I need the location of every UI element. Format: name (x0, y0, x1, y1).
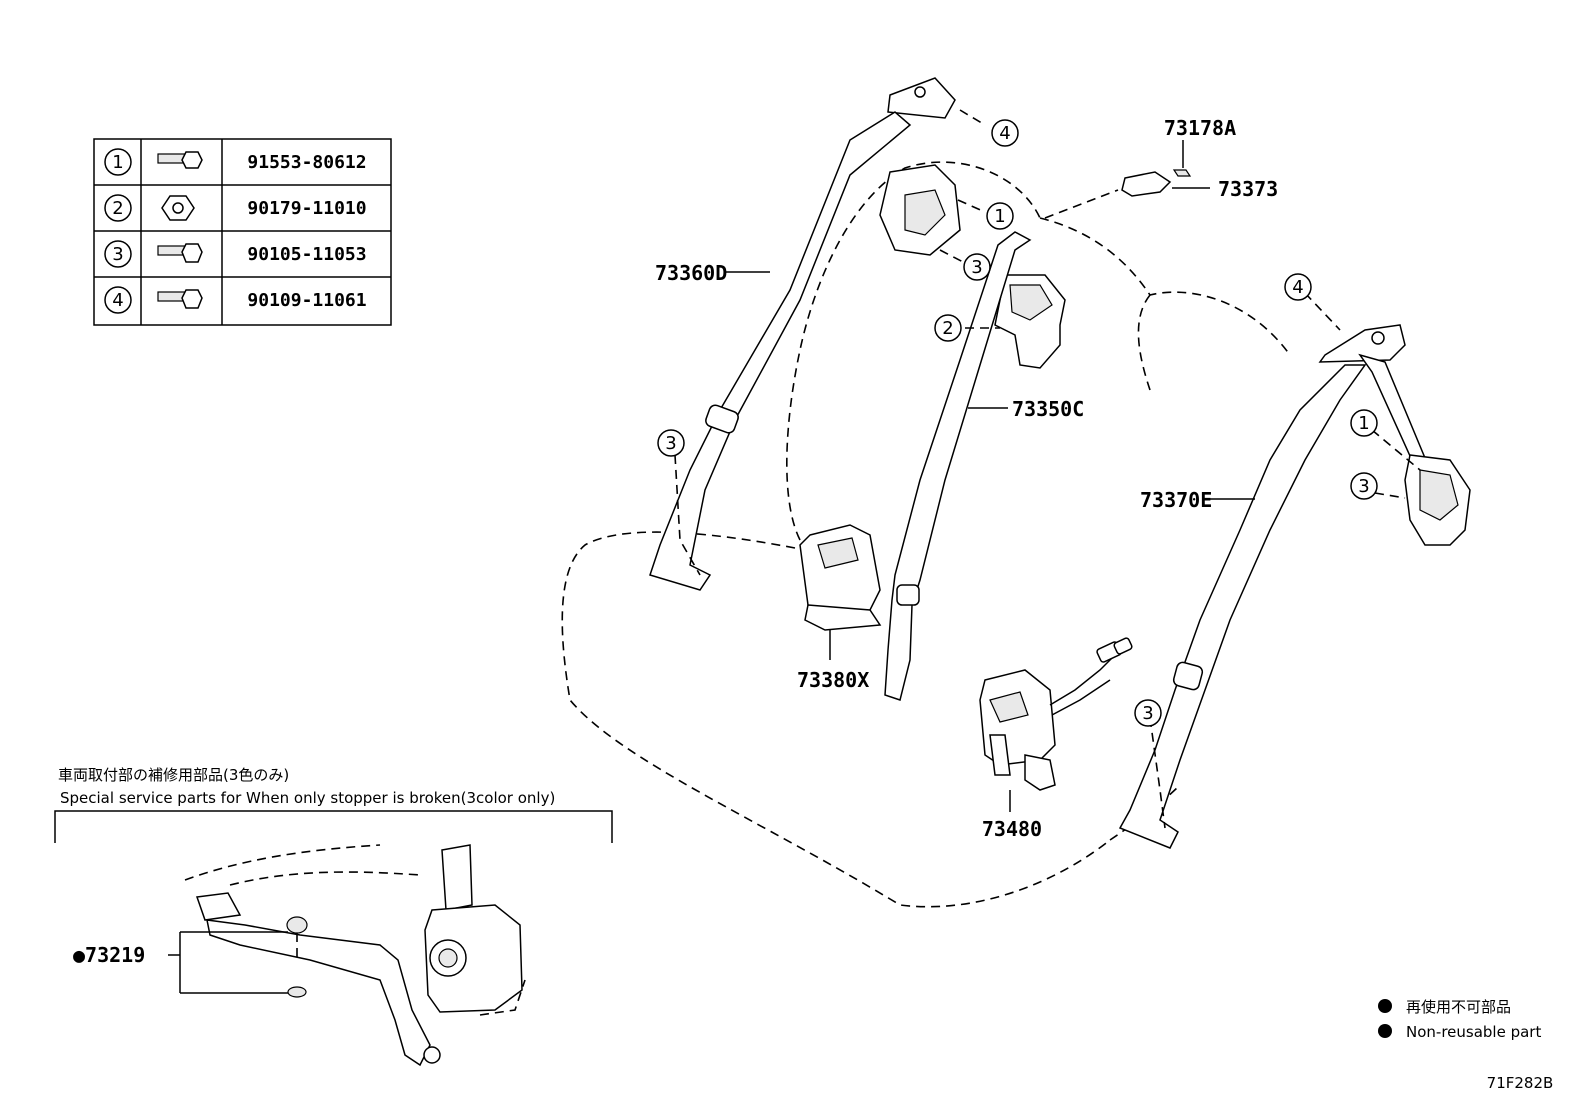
label-73178a: 73178A (1164, 116, 1236, 140)
clip-73373 (1121, 171, 1210, 197)
callout-3: 3 (971, 257, 982, 278)
callout-circle (963, 253, 991, 281)
label-73373: 73373 (1218, 177, 1278, 201)
table-part-number: 91553-80612 (247, 152, 366, 173)
callout-1: 1 (994, 206, 1005, 227)
label-73370e: 73370E (1140, 488, 1212, 512)
callout-3: 3 (665, 433, 676, 454)
callout-circle (104, 148, 132, 176)
callout-circle (934, 314, 962, 342)
table-ref: 4 (112, 290, 123, 311)
legend-en: Non-reusable part (1406, 1023, 1541, 1041)
table-ref: 1 (112, 152, 123, 173)
flange-bolt-icon (157, 289, 203, 309)
table-part-number: 90105-11053 (247, 244, 366, 265)
inset-panel: 車両取付部の補修用部品(3色のみ) Special service parts … (54, 766, 613, 1067)
callout-circle (1284, 273, 1312, 301)
label-73219: ●73219 (73, 943, 145, 967)
leader-lines (674, 109, 1421, 829)
label-73480: 73480 (982, 817, 1042, 841)
diagram-id: 71F282B (1487, 1074, 1554, 1092)
callout-circle (1350, 472, 1378, 500)
callout-3: 3 (1358, 476, 1369, 497)
non-reusable-dot-icon (1378, 1024, 1392, 1038)
table-part-number: 90109-11061 (247, 290, 366, 311)
label-73380x: 73380X (797, 668, 869, 692)
inset-title-en: Special service parts for When only stop… (60, 789, 555, 807)
inset-title-jp: 車両取付部の補修用部品(3色のみ) (58, 766, 289, 784)
callout-circle (104, 194, 132, 222)
table-row-1: 1 91553-80612 (104, 148, 367, 176)
callouts: 4 1 3 2 3 4 1 3 3 (657, 119, 1378, 727)
callout-1: 1 (1358, 413, 1369, 434)
callout-circle (1134, 699, 1162, 727)
callout-2: 2 (942, 318, 953, 339)
label-73350c: 73350C (1012, 397, 1084, 421)
callout-circle (104, 240, 132, 268)
table-part-number: 90179-11010 (247, 198, 366, 219)
part-labels: 73178A 73373 73360D 73350C 73370E 73380X… (655, 116, 1278, 841)
callout-4: 4 (999, 123, 1010, 144)
table-row-4: 4 90109-11061 (104, 286, 367, 314)
table-ref: 3 (112, 244, 123, 265)
callout-4: 4 (1292, 277, 1303, 298)
buckle-73380x (799, 524, 882, 660)
belt-73360d (649, 77, 961, 591)
callout-circle (1350, 409, 1378, 437)
fastener-table: 1 91553-80612 2 90179-11010 3 (93, 138, 392, 326)
non-reusable-dot-icon (1378, 999, 1392, 1013)
callout-circle (104, 286, 132, 314)
label-73360d: 73360D (655, 261, 727, 285)
table-row-3: 3 90105-11053 (104, 240, 367, 268)
buckle-73480 (979, 637, 1133, 812)
clip-73178a (1172, 140, 1192, 177)
table-ref: 2 (112, 198, 123, 219)
table-row-2: 2 90179-11010 (104, 194, 367, 222)
callout-circle (991, 119, 1019, 147)
callout-3: 3 (1142, 703, 1153, 724)
belt-73370e (1118, 324, 1471, 849)
legend-jp: 再使用不可部品 (1406, 998, 1511, 1016)
flange-bolt-icon (157, 243, 203, 263)
flange-bolt-icon (157, 151, 203, 169)
flange-nut-icon (161, 195, 195, 221)
inset-retractor (184, 844, 526, 1067)
legend: 再使用不可部品 Non-reusable part (1378, 998, 1541, 1041)
callout-circle (986, 202, 1014, 230)
callout-circle (657, 429, 685, 457)
belt-73350c (884, 231, 1066, 701)
